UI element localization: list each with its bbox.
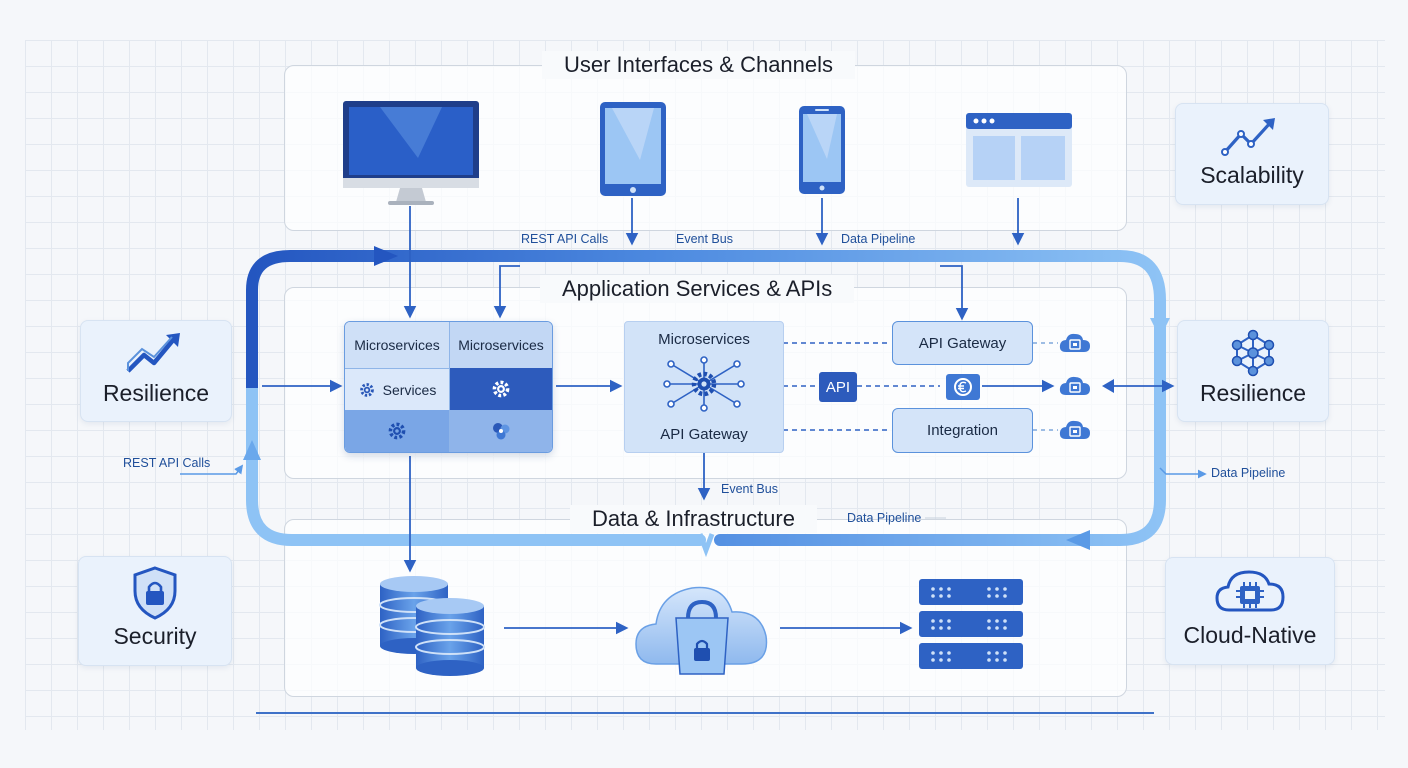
data-pipeline-label-right: Data Pipeline bbox=[1211, 466, 1286, 480]
currency-chip-icon bbox=[946, 374, 980, 400]
cloud-chip-icon bbox=[1059, 376, 1090, 395]
hub-bottom-label: API Gateway bbox=[660, 426, 748, 443]
network-nodes-icon bbox=[1231, 329, 1275, 377]
desktop-monitor-icon bbox=[343, 101, 479, 205]
grid-cell-cluster[interactable] bbox=[450, 410, 552, 452]
resilience-label-left: Resilience bbox=[102, 380, 210, 406]
security-card[interactable]: Security bbox=[78, 556, 232, 666]
rest-api-calls-label-left: REST API Calls bbox=[123, 456, 211, 470]
rest-api-calls-label-top: REST API Calls bbox=[521, 232, 609, 246]
event-bus-label-mid: Event Bus bbox=[721, 482, 778, 496]
api-badge[interactable]: API bbox=[819, 372, 857, 402]
microservices-hub-card[interactable]: Microservices API Gateway bbox=[624, 321, 784, 453]
grid-cell-microservices-2[interactable]: Microservices bbox=[450, 322, 552, 368]
grid-cell-services[interactable]: Services bbox=[345, 368, 450, 411]
api-badge-label: API bbox=[825, 378, 851, 396]
api-gateway-box[interactable]: API Gateway bbox=[892, 321, 1033, 365]
cloud-native-label: Cloud-Native bbox=[1183, 622, 1317, 648]
integration-box[interactable]: Integration bbox=[892, 408, 1033, 453]
grid-cell-label: Microservices bbox=[354, 337, 440, 353]
data-layer-title: Data & Infrastructure bbox=[570, 505, 817, 533]
data-pipeline-label-mid: Data Pipeline bbox=[847, 511, 922, 525]
server-rack-icon bbox=[919, 579, 1023, 669]
growth-chart-icon bbox=[126, 333, 180, 373]
data-pipeline-label-top: Data Pipeline bbox=[841, 232, 916, 246]
network-gear-icon bbox=[663, 356, 745, 412]
integration-label: Integration bbox=[927, 422, 998, 439]
grid-cell-gear-dark[interactable] bbox=[450, 368, 552, 410]
cloud-chip-icon bbox=[1059, 333, 1090, 352]
grid-cell-label: Microservices bbox=[458, 337, 544, 353]
gear-icon bbox=[388, 422, 406, 440]
hub-top-label: Microservices bbox=[658, 331, 750, 348]
cloud-lock-storage-icon bbox=[635, 586, 768, 675]
smartphone-icon bbox=[799, 106, 845, 194]
database-stack-icon bbox=[379, 576, 485, 676]
api-gateway-label: API Gateway bbox=[918, 334, 1007, 352]
resilience-label-right: Resilience bbox=[1199, 380, 1307, 406]
tablet-icon bbox=[600, 102, 666, 196]
web-browser-icon bbox=[966, 113, 1072, 187]
app-layer-title: Application Services & APIs bbox=[540, 275, 855, 303]
event-bus-label-top: Event Bus bbox=[676, 232, 733, 246]
grid-cell-gear-light[interactable] bbox=[345, 410, 450, 452]
resilience-card-left[interactable]: Resilience bbox=[80, 320, 232, 422]
scalability-card[interactable]: Scalability bbox=[1175, 103, 1329, 205]
cluster-icon bbox=[493, 423, 510, 440]
security-label: Security bbox=[113, 623, 197, 649]
resilience-card-right[interactable]: Resilience bbox=[1177, 320, 1329, 422]
cloud-native-card[interactable]: Cloud-Native bbox=[1165, 557, 1335, 665]
gear-icon bbox=[359, 383, 374, 397]
grid-cell-label: Services bbox=[382, 382, 437, 398]
gear-icon bbox=[492, 380, 510, 398]
trend-up-icon bbox=[1221, 118, 1275, 156]
grid-cell-microservices-1[interactable]: Microservices bbox=[345, 322, 450, 368]
cloud-chip-icon bbox=[1059, 420, 1090, 439]
cloud-chip-icon bbox=[1215, 570, 1285, 612]
ui-layer-title: User Interfaces & Channels bbox=[542, 51, 856, 79]
microservices-grid: Microservices Microservices Services bbox=[344, 321, 553, 453]
scalability-label: Scalability bbox=[1200, 162, 1304, 188]
shield-lock-icon bbox=[133, 566, 177, 620]
